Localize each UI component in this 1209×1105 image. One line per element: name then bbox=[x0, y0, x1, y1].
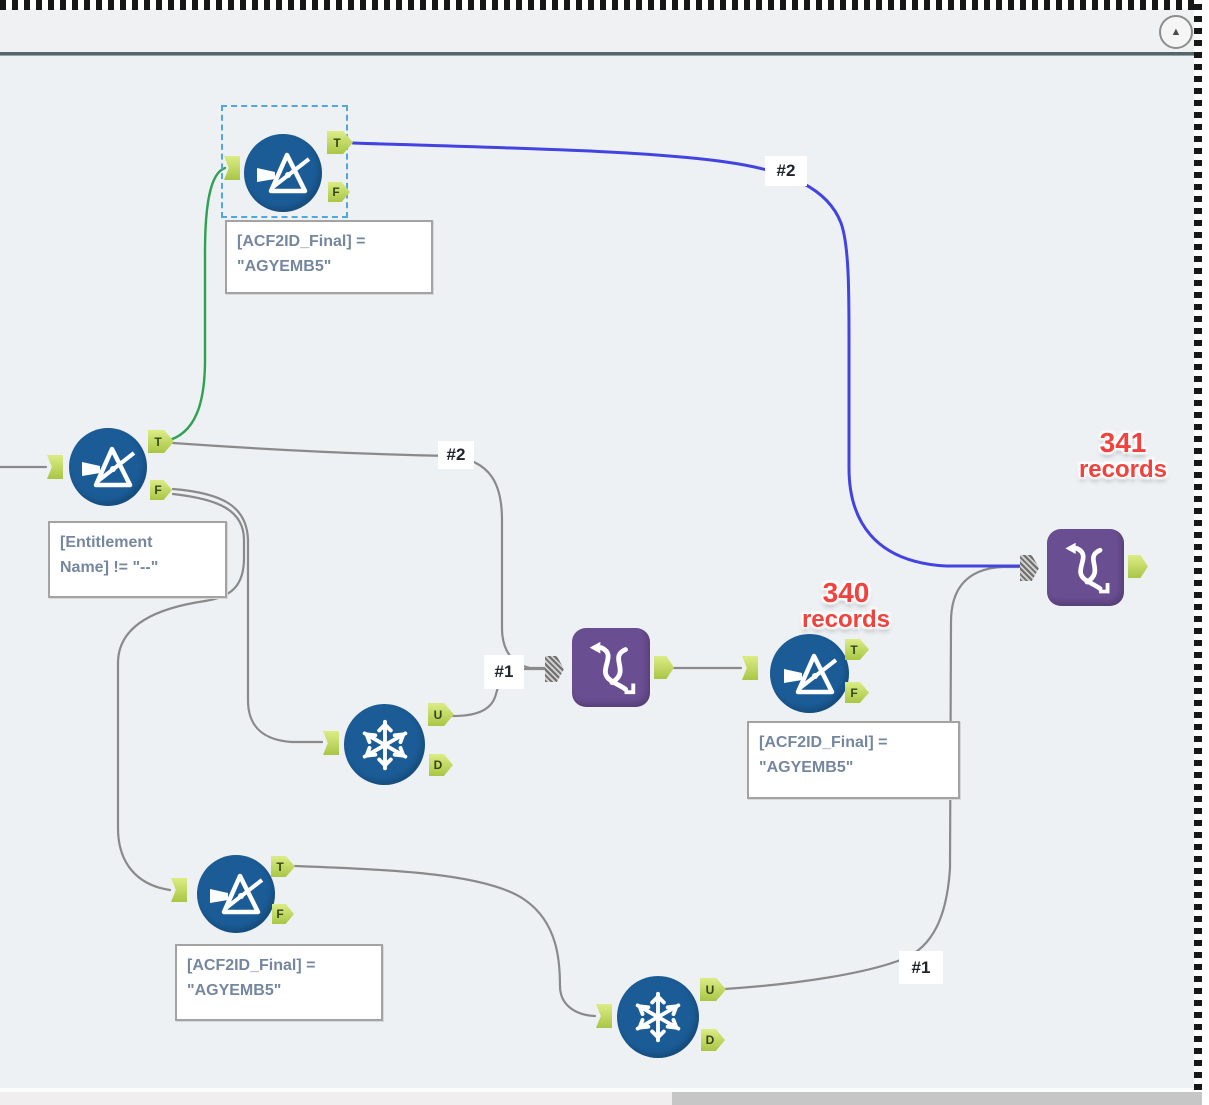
anchor-letter: F bbox=[154, 483, 162, 497]
anchor-letter: T bbox=[154, 434, 162, 449]
annotation-filter-bottom[interactable]: [ACF2ID_Final] ="AGYEMB5" bbox=[175, 944, 383, 1021]
selection-border-top bbox=[0, 0, 1202, 10]
wire-filterleft-F-to-filter-bottom[interactable] bbox=[116, 492, 246, 892]
input-anchor[interactable] bbox=[171, 878, 187, 902]
wire-uniquebottom-U-to-union-right[interactable] bbox=[723, 565, 1021, 991]
unique-output-anchor[interactable]: U bbox=[700, 978, 726, 1001]
right-margin bbox=[1202, 0, 1209, 1105]
true-output-anchor[interactable]: T bbox=[271, 856, 295, 877]
connection-label: #2 bbox=[438, 441, 474, 469]
input-anchor[interactable] bbox=[224, 156, 240, 180]
dupe-output-anchor[interactable]: D bbox=[429, 754, 453, 776]
connection-label: #1 bbox=[484, 655, 524, 689]
true-output-anchor[interactable]: T bbox=[845, 639, 869, 660]
true-output-anchor[interactable]: T bbox=[327, 131, 353, 154]
anchor-letter: F bbox=[850, 685, 858, 700]
filter-funnel-icon[interactable] bbox=[69, 428, 147, 506]
wire-filterleft-F-to-unique-mid[interactable] bbox=[171, 487, 324, 744]
dupe-output-anchor[interactable]: D bbox=[701, 1029, 725, 1051]
record-count-badge: 341 records bbox=[1058, 428, 1188, 484]
record-count-value: 340 bbox=[822, 577, 870, 608]
input-anchor[interactable] bbox=[47, 455, 63, 479]
status-strip-right bbox=[672, 1092, 1202, 1105]
filter-funnel-icon[interactable] bbox=[770, 634, 849, 713]
canvas-top-divider bbox=[0, 52, 1194, 56]
record-count-unit: records bbox=[801, 606, 891, 634]
annotation-filter-top[interactable]: [ACF2ID_Final] ="AGYEMB5" bbox=[225, 220, 433, 294]
wire-filterleft-T-to-union-mid[interactable] bbox=[171, 441, 547, 670]
dna-union-icon[interactable] bbox=[572, 628, 650, 707]
filter-funnel-icon[interactable] bbox=[244, 134, 322, 212]
filter-funnel-icon[interactable] bbox=[197, 855, 275, 933]
canvas-top-band bbox=[0, 10, 1194, 53]
anchor-letter: T bbox=[276, 859, 284, 874]
filter-glyph bbox=[257, 152, 311, 194]
dna-union-icon[interactable] bbox=[1047, 529, 1124, 606]
anchor-letter: T bbox=[850, 642, 858, 657]
snowflake-icon[interactable] bbox=[617, 976, 699, 1058]
false-output-anchor[interactable]: F bbox=[150, 480, 172, 500]
record-count-unit: records bbox=[1078, 456, 1168, 484]
collapse-up-icon[interactable]: ▲ bbox=[1159, 15, 1193, 49]
multi-input-anchor[interactable] bbox=[1020, 555, 1039, 581]
tool-selection-box bbox=[221, 105, 348, 218]
input-anchor[interactable] bbox=[742, 656, 758, 680]
true-output-anchor[interactable]: T bbox=[148, 430, 174, 453]
connection-label: #2 bbox=[765, 156, 807, 186]
multi-input-anchor[interactable] bbox=[545, 656, 564, 682]
selection-border-right bbox=[1194, 0, 1202, 1090]
record-count-value: 341 bbox=[1099, 427, 1147, 458]
filter-glyph bbox=[210, 873, 264, 915]
anchor-letter: U bbox=[433, 707, 443, 722]
anchor-letter: F bbox=[332, 185, 340, 199]
filter-glyph bbox=[783, 653, 837, 694]
wire-filtertop-T-to-union-right[interactable] bbox=[351, 141, 1021, 568]
anchor-letter: F bbox=[276, 907, 284, 921]
union-glyph bbox=[1064, 542, 1109, 593]
anchor-letter: D bbox=[705, 1033, 715, 1047]
output-anchor[interactable] bbox=[654, 656, 674, 679]
anchor-letter: D bbox=[433, 758, 443, 772]
unique-glyph bbox=[635, 991, 681, 1043]
annotation-filter-mid[interactable]: [ACF2ID_Final] ="AGYEMB5" bbox=[747, 721, 960, 799]
false-output-anchor[interactable]: F bbox=[272, 904, 294, 924]
snowflake-icon[interactable] bbox=[344, 704, 425, 785]
filter-glyph bbox=[82, 446, 136, 488]
wire-filterleft-T-to-filter-top[interactable] bbox=[164, 166, 227, 443]
false-output-anchor[interactable]: F bbox=[845, 682, 869, 703]
connection-label: #1 bbox=[899, 951, 943, 984]
input-anchor[interactable] bbox=[323, 731, 339, 755]
unique-glyph bbox=[362, 719, 407, 770]
status-strip-left bbox=[0, 1092, 672, 1105]
output-anchor[interactable] bbox=[1128, 555, 1148, 578]
unique-output-anchor[interactable]: U bbox=[428, 703, 454, 726]
record-count-badge: 340 records bbox=[780, 578, 912, 634]
wire-filterbottom-T-to-unique-bottom[interactable] bbox=[293, 864, 597, 1018]
input-anchor[interactable] bbox=[596, 1004, 612, 1028]
anchor-letter: U bbox=[705, 982, 715, 997]
union-glyph bbox=[589, 641, 636, 694]
canvas-bottom-gap bbox=[0, 1088, 1194, 1092]
anchor-letter: T bbox=[333, 135, 341, 150]
false-output-anchor[interactable]: F bbox=[328, 182, 350, 202]
